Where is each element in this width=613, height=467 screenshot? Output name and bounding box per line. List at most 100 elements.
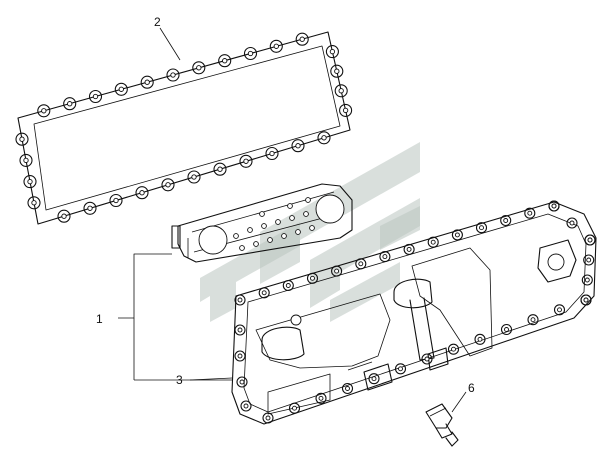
gasket-lug — [57, 209, 71, 223]
gasket-bolt-hole — [92, 93, 99, 100]
cover-bolt-hole — [371, 376, 377, 382]
cover-bolt-boss — [500, 214, 512, 227]
cooler-passage — [239, 245, 245, 251]
gasket-lug — [109, 193, 123, 208]
cover-bolt-boss — [234, 350, 246, 362]
gasket-lug — [291, 139, 305, 153]
gasket-bolt-hole — [31, 200, 37, 206]
cooler-passage — [261, 223, 267, 229]
cooler-passage — [309, 225, 315, 231]
cover-bolt-hole — [587, 237, 593, 243]
cover-bolt-hole — [551, 203, 557, 209]
gasket — [15, 31, 353, 225]
cover-bolt-boss — [475, 222, 488, 234]
cover-bolt-hole — [243, 403, 249, 409]
gasket-bolt-hole — [191, 174, 197, 180]
cooler-passage — [259, 211, 265, 217]
cover-bolt-boss — [548, 200, 560, 212]
gasket-lug — [19, 153, 33, 167]
cover-bolt-boss — [524, 207, 536, 219]
cover-bolt-boss — [447, 343, 460, 355]
cover-bolt-hole — [265, 415, 271, 421]
cover-bolt-boss — [306, 272, 319, 284]
cover-bolt-hole — [530, 317, 536, 323]
gasket-bolt-hole — [334, 68, 340, 74]
cooler-passage — [287, 203, 293, 209]
gasket-bolt-hole — [217, 166, 223, 172]
gasket-lug — [213, 162, 227, 176]
cover-bolt-hole — [345, 386, 350, 391]
cover-bolt-boss — [394, 363, 407, 375]
gasket-bolt-hole — [273, 43, 279, 49]
cover-bolt-boss — [580, 294, 592, 306]
cooler-passage — [253, 241, 259, 247]
gasket-bolt-hole — [247, 50, 254, 57]
gasket-bolt-hole — [139, 190, 145, 196]
cover-bolt-boss — [288, 402, 301, 414]
cover-bolt-boss — [581, 274, 593, 286]
cover-bolt-hole — [424, 356, 430, 362]
gasket-lug — [192, 61, 206, 75]
gasket-lug — [218, 54, 232, 68]
cover-bolt-hole — [292, 405, 297, 411]
cover-bolt-hole — [358, 261, 364, 267]
callout-label-1: 1 — [96, 312, 103, 326]
cooler-housing-cover — [231, 200, 597, 425]
gasket-lug — [325, 45, 339, 59]
cover-bolt-hole — [382, 254, 388, 260]
cover-bolt-boss — [258, 287, 270, 299]
gasket-bolt-hole — [87, 205, 93, 211]
gasket-lug — [334, 84, 348, 98]
gasket-bolt-hole — [295, 143, 301, 149]
cover-bolt-hole — [584, 277, 590, 283]
gasket-lug — [239, 154, 253, 168]
cover-bolt-hole — [451, 346, 456, 352]
cooler-passage — [275, 219, 281, 225]
cover-bolt-boss — [262, 412, 274, 424]
gasket-lug — [114, 82, 128, 96]
gasket-bolt-hole — [321, 135, 327, 141]
cover-bolt-boss — [240, 400, 252, 412]
gasket-lug — [317, 131, 331, 145]
cover-bolt-boss — [403, 243, 415, 255]
callout-label-6: 6 — [468, 381, 475, 395]
cooler-passage — [303, 211, 309, 217]
cover-bolt-boss — [474, 333, 486, 345]
gasket-lug — [135, 186, 149, 200]
cooler-passage — [289, 215, 295, 221]
cooler-passage — [305, 197, 311, 203]
cover-bolt-hole — [527, 210, 533, 216]
gasket-lug — [37, 104, 51, 118]
cover-bolt-hole — [237, 297, 243, 303]
cover-bolt-hole — [477, 336, 483, 342]
cover-bolt-boss — [315, 392, 327, 404]
gasket-bolt-hole — [329, 48, 336, 55]
gasket-lug — [166, 68, 180, 82]
cover-bolt-boss — [236, 376, 248, 388]
gasket-lug — [187, 170, 201, 184]
gasket-bolt-hole — [67, 101, 73, 107]
cooler-passage — [295, 229, 301, 235]
gasket-bolt-hole — [243, 158, 249, 164]
gasket-lug — [88, 89, 103, 104]
cover-bolt-hole — [334, 268, 340, 274]
gasket-lug — [161, 178, 175, 192]
cooler-passage — [247, 227, 253, 233]
gasket-lug — [295, 32, 309, 46]
gasket-bolt-hole — [170, 72, 176, 78]
gasket-bolt-hole — [27, 178, 33, 185]
cover-bolt-boss — [421, 353, 433, 365]
cover-bolt-hole — [237, 327, 243, 333]
callout-label-3: 3 — [176, 373, 183, 387]
gasket-lug — [83, 201, 97, 215]
cover-bolt-boss — [379, 251, 391, 263]
gasket-bolt-hole — [338, 88, 344, 94]
gasket-bolt-hole — [113, 197, 119, 204]
callout-label-2: 2 — [154, 15, 161, 29]
gasket-bolt-hole — [299, 36, 305, 42]
cover-bolt-hole — [454, 232, 460, 238]
gasket-lug — [27, 196, 41, 210]
cover-bolt-hole — [586, 257, 592, 263]
cover-bolt-boss — [583, 254, 595, 266]
oil-cooler — [171, 183, 353, 263]
